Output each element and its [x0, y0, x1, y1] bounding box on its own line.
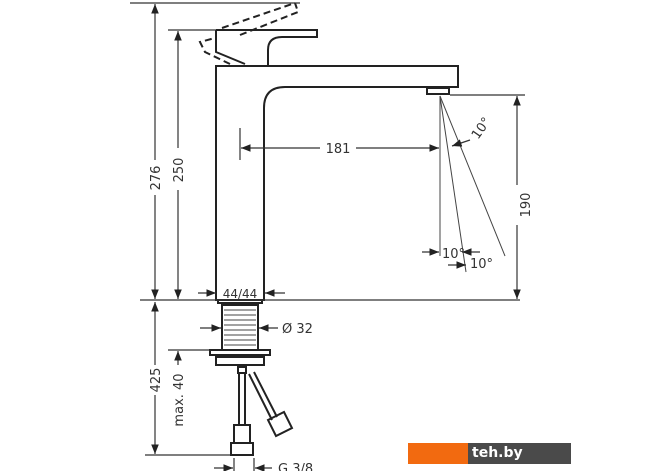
label-425: 425	[149, 368, 164, 393]
water-stream-lines	[439, 95, 506, 273]
label-angle-top: 10°	[469, 115, 495, 142]
dimension-labels: 276 250 181 190 44/44 10° 10° 10° Ø 32 4…	[149, 115, 534, 471]
label-diameter-32: Ø 32	[282, 322, 313, 337]
label-angle-right: 10°	[470, 257, 493, 272]
faucet-outline	[198, 2, 459, 304]
label-250: 250	[172, 158, 187, 183]
label-g-3-8: G 3/8	[278, 462, 313, 471]
logo-orange-block	[408, 443, 468, 464]
logo-text: teh.by	[468, 443, 571, 464]
label-190: 190	[519, 193, 534, 218]
mounting-parts	[209, 304, 294, 456]
label-181: 181	[326, 142, 351, 157]
watermark-logo: teh.by	[408, 443, 571, 464]
label-max-40: max. 40	[172, 373, 187, 426]
dimension-lines	[130, 2, 525, 471]
label-angle-left: 10°	[442, 247, 465, 262]
label-44-44: 44/44	[223, 287, 258, 301]
label-276: 276	[149, 166, 164, 191]
